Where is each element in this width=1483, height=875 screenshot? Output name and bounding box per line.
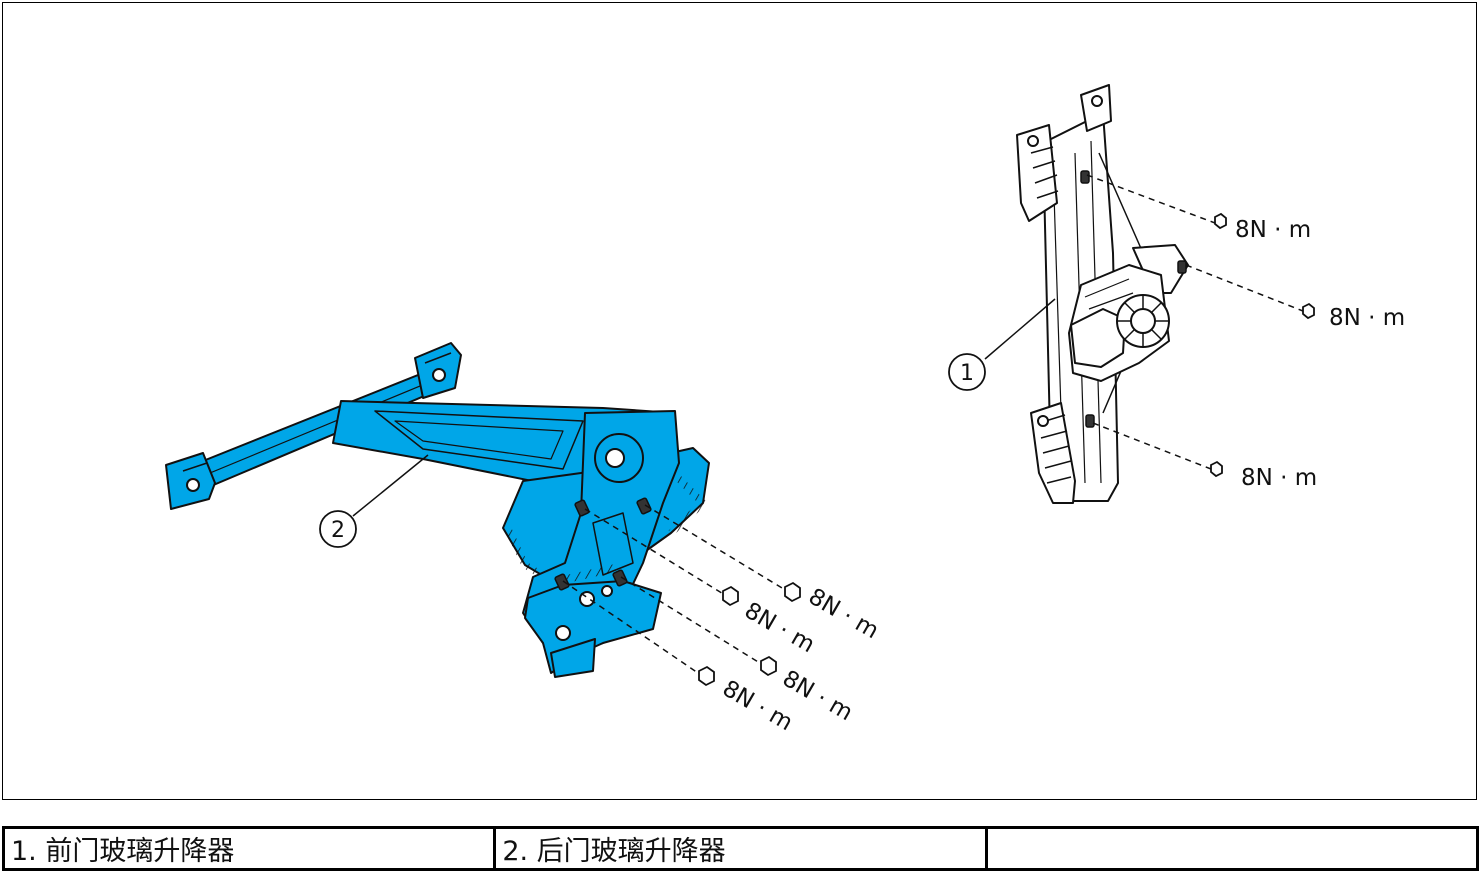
callout-number: 2 (331, 518, 345, 543)
callout-2: 2 (319, 454, 429, 548)
nut-icon (1302, 302, 1315, 320)
torque-label: 8N · m (1329, 305, 1405, 331)
nut-icon (722, 585, 739, 607)
front-regulator-studs (1080, 170, 1187, 428)
torque-label: 8N · m (1241, 465, 1317, 491)
callout-number: 1 (960, 361, 974, 386)
nut-icon (784, 581, 801, 603)
fastener-leader-lines (562, 174, 1304, 676)
nut-icon (1214, 212, 1227, 230)
nut-icon (698, 665, 715, 687)
legend-cell-2: 2. 后门玻璃升降器 (493, 826, 988, 871)
rear-door-window-regulator (165, 342, 710, 678)
nut-icons (698, 212, 1315, 687)
diagram-frame: 8N · m 8N · m 8N · m 8N · m 8N · m 8N · … (2, 2, 1477, 800)
legend-row: 1. 前门玻璃升降器 2. 后门玻璃升降器 (1, 826, 1480, 871)
rear-regulator-studs (554, 497, 652, 591)
legend-cell-3 (984, 826, 1480, 871)
legend-table: 1. 前门玻璃升降器 2. 后门玻璃升降器 (1, 826, 1480, 871)
legend-cell-1: 1. 前门玻璃升降器 (1, 826, 497, 871)
front-door-window-regulator (1016, 84, 1189, 504)
nut-icon (760, 655, 777, 677)
torque-label: 8N · m (1235, 217, 1311, 243)
nut-icon (1210, 460, 1223, 478)
window-regulator-diagram: 8N · m 8N · m 8N · m 8N · m 8N · m 8N · … (165, 84, 1405, 736)
callout-1: 1 (948, 298, 1056, 391)
